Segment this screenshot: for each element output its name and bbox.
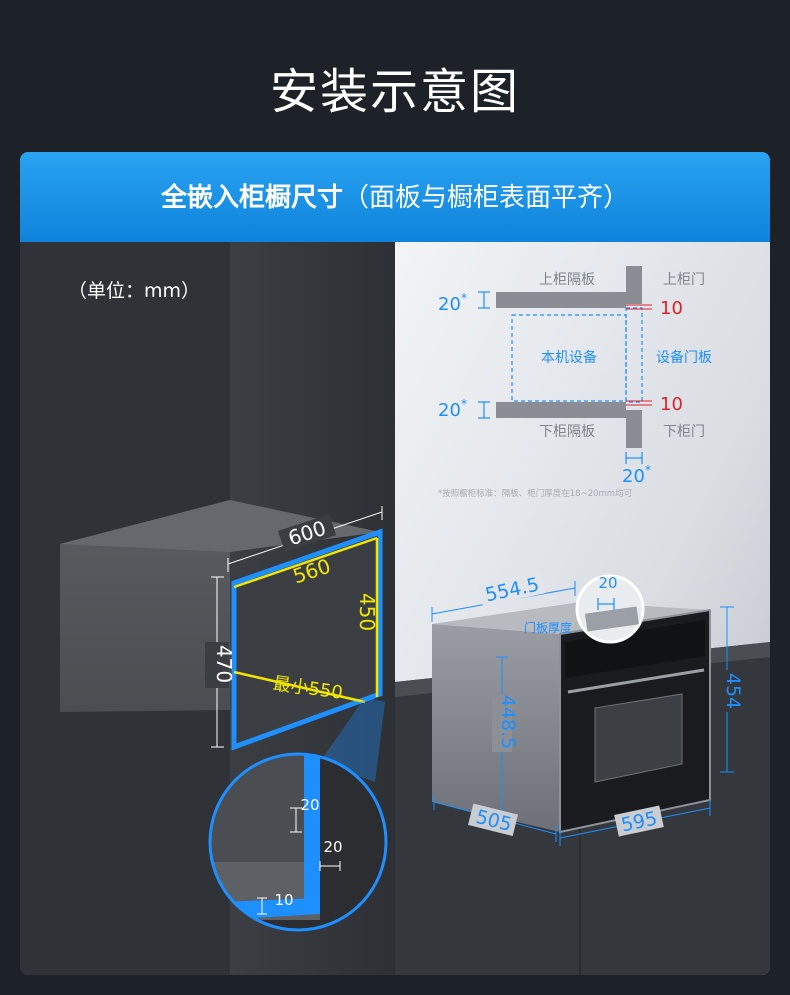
bottom-gap-value: 20 — [438, 400, 461, 421]
zoom-side-value: 20 — [323, 838, 342, 856]
dim-470: 470 — [212, 645, 236, 683]
gap-inset-diagram: 上柜隔板 上柜门 本机设备 设备门板 下柜隔板 下柜门 20 * 20 * 10… — [438, 266, 712, 499]
niche-opening — [234, 532, 380, 747]
callout-door-thickness-value: 20 — [598, 574, 617, 592]
upper-panel-bar — [496, 292, 626, 308]
zoom-bottom-value: 10 — [274, 891, 293, 909]
lower-panel-label: 下柜隔板 — [539, 424, 595, 440]
zoom-connector — [320, 697, 385, 782]
inner-width-line — [233, 536, 378, 589]
top-door-gap-value: 10 — [660, 298, 683, 319]
inset-note: *按照橱柜标准：隔板、柜门厚度在18~20mm均可 — [438, 488, 633, 499]
door-thickness-asterisk: * — [645, 463, 651, 477]
device-door-label: 设备门板 — [656, 349, 712, 366]
top-gap-asterisk: * — [461, 291, 467, 305]
installation-scene: 600 560 450 最小550 470 （单位：mm） 上柜隔板 上柜门 本… — [20, 242, 770, 975]
top-gap-value: 20 — [438, 294, 461, 315]
niche-inner-outline — [231, 528, 383, 751]
dim-450: 450 — [355, 593, 379, 631]
dim-454: 454 — [722, 673, 744, 709]
dim-448-5: 448.5 — [497, 695, 519, 749]
header-subtitle: （面板与橱柜表面平齐） — [343, 183, 630, 213]
oven-control-panel — [565, 620, 705, 678]
bottom-door-gap-value: 10 — [660, 394, 683, 415]
device-door-dashed — [625, 307, 643, 403]
zoom-top-value: 20 — [300, 796, 319, 814]
lower-door-label: 下柜门 — [663, 424, 705, 440]
door-thickness-value: 20 — [622, 466, 645, 487]
niche-side — [60, 500, 230, 712]
oven-window — [594, 693, 683, 783]
upper-door-label: 上柜门 — [663, 272, 705, 288]
callout-door-thickness-label: 门板厚度 — [524, 620, 572, 635]
upper-door-bar — [626, 266, 642, 304]
zoom-blue-gap-vertical — [304, 754, 320, 914]
oven-handle — [567, 668, 705, 694]
page-title: 安装示意图 — [269, 64, 520, 120]
card-header: 全嵌入柜橱尺寸（面板与橱柜表面平齐） — [20, 152, 770, 242]
header-title: 全嵌入柜橱尺寸 — [160, 183, 343, 213]
device-label: 本机设备 — [541, 349, 597, 366]
installation-card: 全嵌入柜橱尺寸（面板与橱柜表面平齐） — [20, 152, 770, 975]
lower-panel-bar — [496, 402, 626, 418]
bottom-gap-asterisk: * — [461, 397, 467, 411]
upper-panel-label: 上柜隔板 — [539, 272, 595, 288]
lower-door-bar — [626, 410, 642, 448]
depth-line — [233, 670, 366, 704]
unit-label: （单位：mm） — [68, 280, 200, 302]
